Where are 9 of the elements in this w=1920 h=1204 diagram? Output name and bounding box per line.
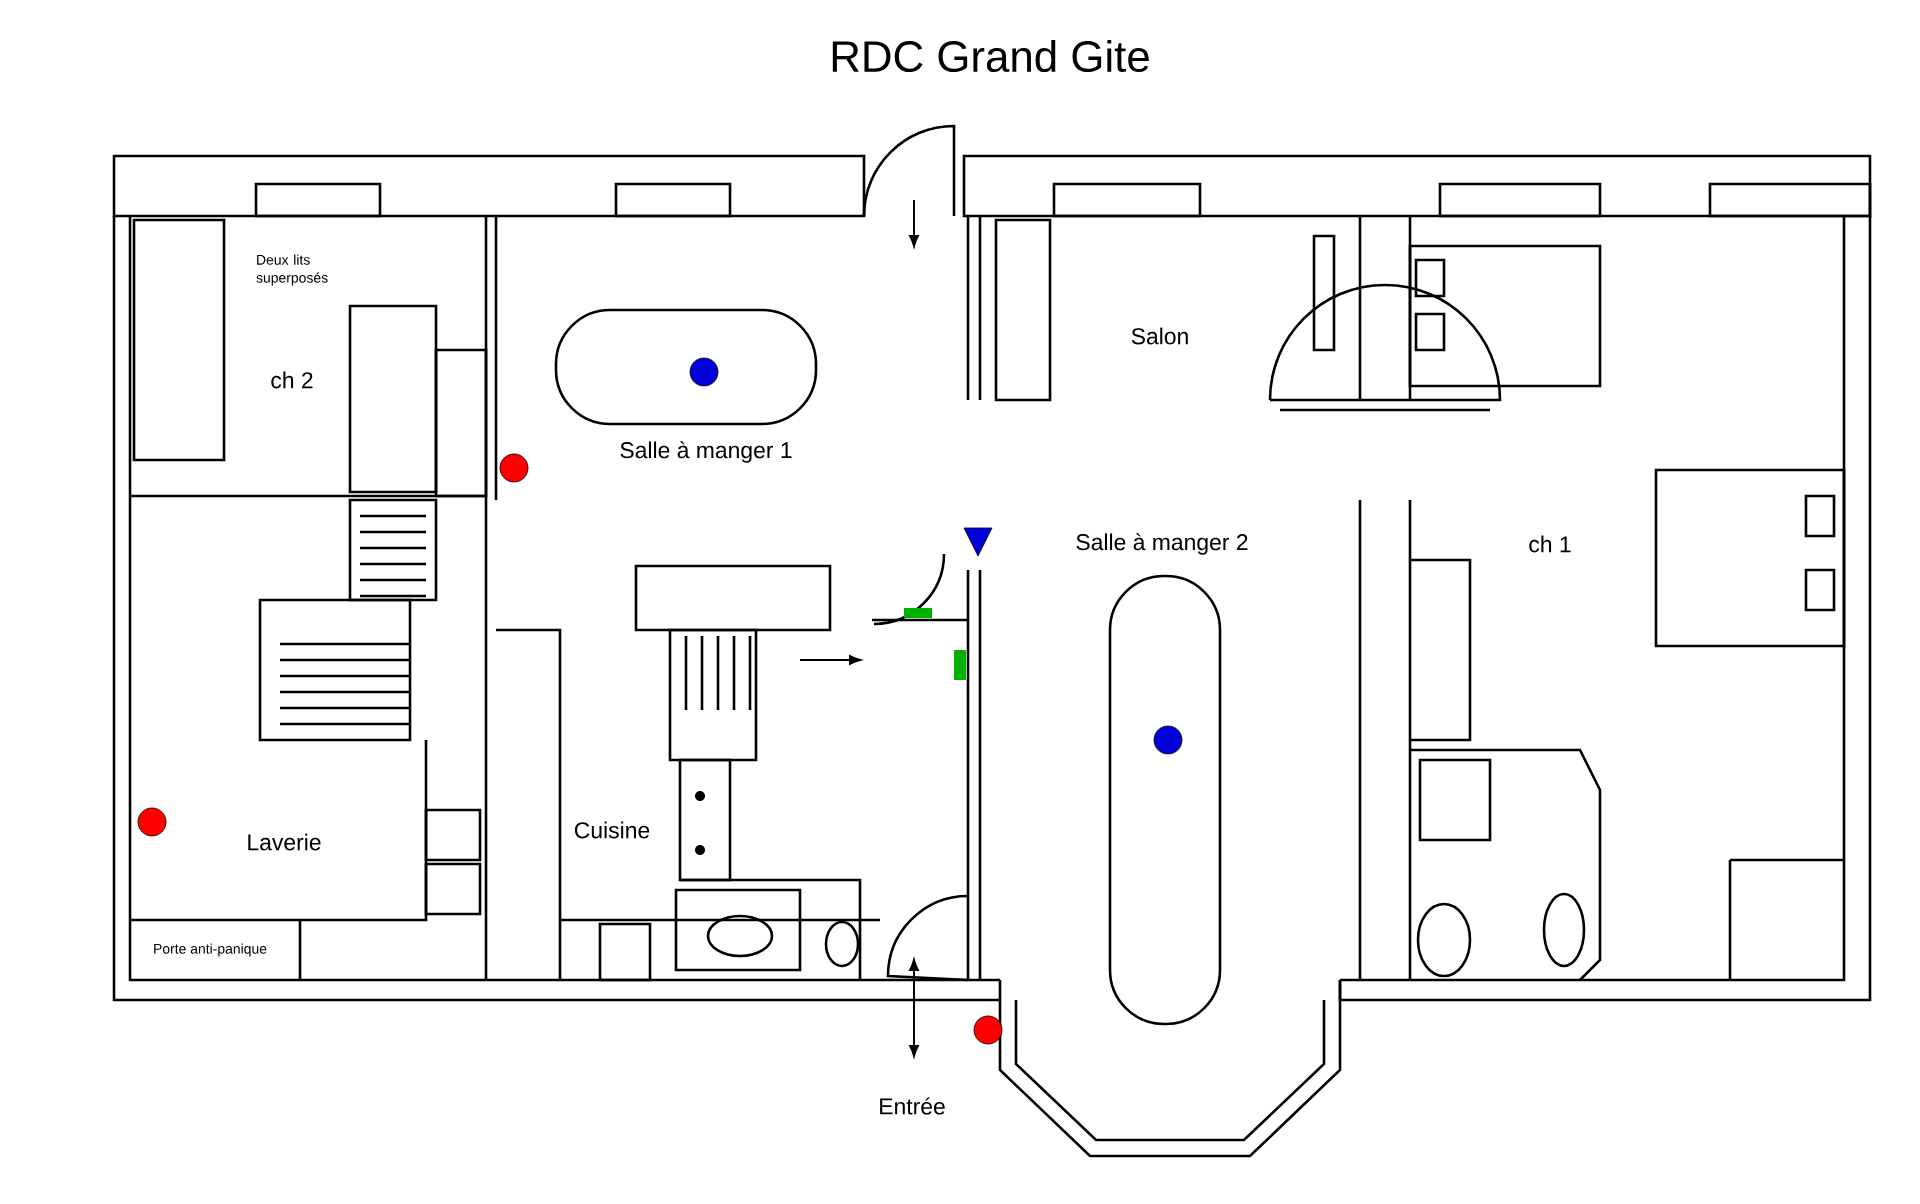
room-label: Salon bbox=[1131, 327, 1188, 345]
room-label: ch 2 bbox=[271, 371, 313, 389]
room-label: ch 1 bbox=[1529, 535, 1571, 553]
room-label: Salle à manger 2 bbox=[1076, 533, 1248, 555]
room-label: Cuisine bbox=[574, 821, 650, 839]
room-label: Laverie bbox=[248, 833, 321, 851]
room-label: Salle à manger 1 bbox=[620, 441, 792, 463]
title: RDC Grand Gite bbox=[832, 39, 1149, 73]
room-label: Entrée bbox=[880, 1097, 945, 1115]
